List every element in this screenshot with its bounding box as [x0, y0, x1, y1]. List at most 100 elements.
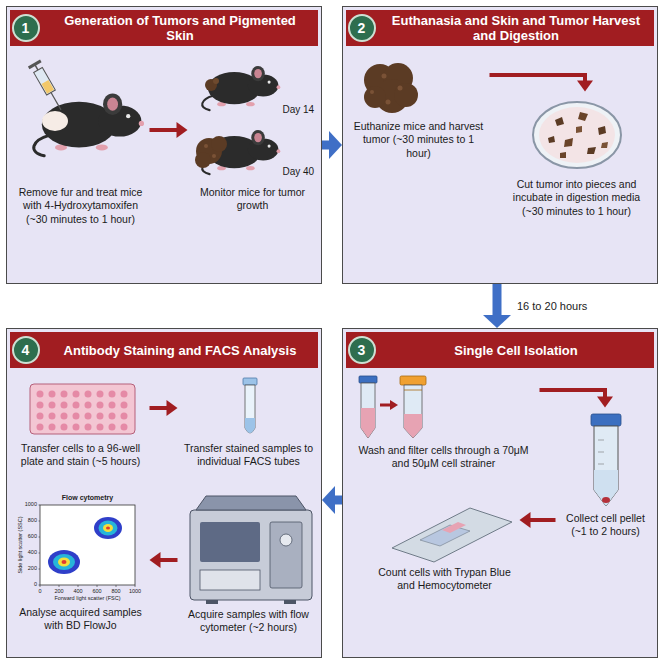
tick-label: 0	[34, 582, 37, 588]
step-box: Wash and filter cells through a 70μM and…	[348, 372, 540, 473]
step-box: Transfer cells to a 96-well plate and st…	[12, 374, 150, 471]
scatter-plot-part	[103, 524, 113, 532]
petri-dish-part	[578, 112, 588, 121]
treated-mouse-part	[42, 111, 68, 131]
well-plate-part-part	[73, 402, 80, 409]
petri-dish-part	[555, 117, 564, 126]
step-number-circle: 2	[348, 14, 376, 42]
arrow-head	[322, 486, 335, 514]
inner-arrow-part	[390, 400, 398, 410]
stage-panel: Generation of Tumors and Pigmented Skin1…	[6, 6, 322, 284]
well-plate-part-part	[49, 402, 56, 409]
pellet-tube-part	[591, 414, 621, 426]
scatter-plot-part-part	[59, 585, 60, 587]
scatter-plot-part-part	[39, 585, 41, 586]
stage-arrow	[322, 131, 342, 159]
stage-title: Euthanasia and Skin and Tumor Harvest an…	[346, 10, 654, 46]
tick-label: 1000	[129, 589, 141, 595]
step-number: 4	[22, 343, 30, 357]
step-caption: Cut tumor into pieces and incubate in di…	[502, 178, 652, 219]
scatter-plot-part-part	[97, 585, 98, 587]
well-plate-part-part	[109, 413, 116, 420]
hemocytometer-part	[392, 508, 512, 562]
petri-dish-part	[587, 147, 596, 154]
arrow-head	[177, 122, 188, 138]
flow-cytometer-part	[270, 522, 302, 588]
well-plate-part-part	[73, 424, 80, 431]
panel-fill-part	[6, 6, 322, 284]
step-caption: Transfer stained samples to individual F…	[180, 442, 318, 469]
flow-cytometer	[190, 496, 312, 604]
connector-line	[490, 75, 586, 82]
petri-dish-part	[601, 142, 608, 148]
step-arrow	[540, 390, 614, 408]
tick-label: 200	[28, 566, 37, 572]
well-plate-part-part	[73, 391, 80, 398]
panel-fill-part	[342, 328, 658, 658]
petri-dish	[533, 102, 621, 168]
flow-cytometer-part	[280, 534, 292, 546]
conical-tube-part	[359, 376, 377, 383]
step-number: 1	[22, 21, 30, 35]
cell-strainer-part	[404, 385, 422, 438]
tick-label: 1000	[25, 502, 37, 508]
well-plate-part-part	[121, 402, 128, 409]
step-box: Cut tumor into pieces and incubate in di…	[500, 92, 654, 221]
scatter-plot-part-part	[39, 521, 41, 522]
cell-strainer-part	[404, 414, 422, 438]
arrow-head	[597, 397, 613, 408]
day-label: Day 40	[283, 166, 315, 178]
step-caption: Count cells with Trypan Blue and Hemocyt…	[372, 566, 518, 593]
connector-line	[334, 496, 342, 505]
tick-label: 800	[111, 589, 120, 595]
well-plate-part-part	[49, 424, 56, 431]
scatter-plot-part	[53, 554, 75, 570]
scatter-plot-part-part	[39, 537, 41, 538]
well-plate-part-part	[97, 391, 104, 398]
scatter-plot-part	[39, 505, 136, 587]
flow-cytometer-part	[196, 496, 306, 510]
scatter-plot-part-part	[78, 585, 79, 587]
conical-tube-part	[361, 383, 375, 438]
step-caption: Euthanize mice and harvest tumor (~30 mi…	[350, 120, 488, 161]
mouse-day14	[202, 66, 280, 110]
well-plate-part-part	[85, 413, 92, 420]
mouse-day40	[195, 130, 280, 174]
well-plate-part-part	[121, 391, 128, 398]
tumor-part	[382, 74, 387, 79]
conical-tube-part	[361, 408, 375, 438]
step-box: Collect cell pellet (~1 to 2 hours)	[556, 408, 656, 541]
well-plate-part-part	[121, 413, 128, 420]
step-arrow	[520, 512, 556, 528]
panel-fill-part	[342, 6, 658, 284]
scatter-plot	[39, 505, 136, 587]
stage-panel: Euthanasia and Skin and Tumor Harvest an…	[342, 6, 658, 284]
scatter-plot-part	[40, 505, 135, 585]
well-plate-part-part	[97, 424, 104, 431]
tick-label: 600	[92, 589, 101, 595]
connector-line	[493, 284, 502, 316]
step-caption: Remove fur and treat mice with 4-Hydroxy…	[14, 186, 148, 227]
connector-line	[150, 128, 178, 132]
mouse-day40-part	[211, 136, 227, 152]
connector-line	[150, 406, 168, 410]
tumor-part	[386, 100, 391, 105]
tick-label: 800	[28, 518, 37, 524]
stage-panel: Antibody Staining and FACS Analysis4Tran…	[6, 328, 322, 658]
scatter-plot-part	[48, 550, 80, 574]
well-plate-part-part	[85, 402, 92, 409]
well-plate-part	[37, 391, 128, 431]
mouse-day14-part	[202, 66, 280, 110]
mouse-day40-part	[204, 144, 208, 148]
scatter-plot-part-part	[135, 585, 136, 587]
pellet-tube	[591, 414, 621, 506]
cell-strainer	[400, 376, 426, 438]
panel-fill	[6, 6, 658, 658]
well-plate-part-part	[97, 413, 104, 420]
facs-tube-part	[245, 418, 255, 433]
petri-dish-part	[560, 152, 566, 158]
syringe-part	[51, 93, 61, 110]
arrow-head	[520, 512, 531, 528]
syringe-part	[34, 68, 56, 96]
